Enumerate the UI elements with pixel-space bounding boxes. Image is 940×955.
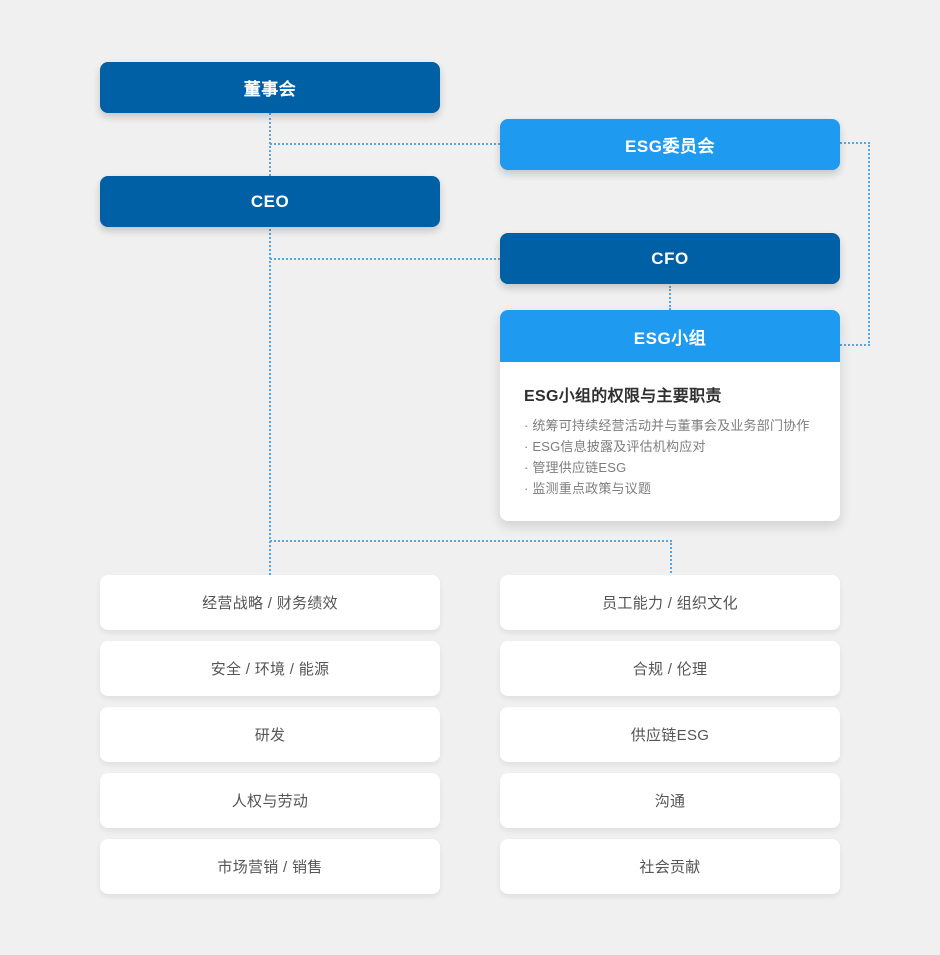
focus-area-item: 合规 / 伦理: [500, 641, 840, 696]
focus-column-left: 经营战略 / 财务绩效 安全 / 环境 / 能源 研发 人权与劳动 市场营销 /…: [100, 575, 440, 905]
focus-area-item-label: 社会贡献: [639, 859, 701, 876]
esg-team-duty-item: · 监测重点政策与议题: [524, 481, 652, 496]
connector-board-to-esg-committee: [270, 143, 500, 145]
focus-area-item-label: 研发: [254, 727, 286, 744]
node-ceo: CEO: [100, 176, 440, 227]
focus-area-item: 经营战略 / 财务绩效: [100, 575, 440, 630]
focus-area-item: 供应链ESG: [500, 707, 840, 762]
focus-area-item-label: 员工能力 / 组织文化: [602, 595, 738, 612]
node-ceo-label: CEO: [250, 191, 290, 211]
focus-area-item-label: 安全 / 环境 / 能源: [210, 661, 330, 678]
node-esg-team: ESG小组: [500, 310, 840, 362]
focus-area-item: 社会贡献: [500, 839, 840, 894]
focus-area-item-label: 沟通: [654, 793, 686, 810]
connector-ceo-to-focus-areas: [269, 229, 271, 575]
focus-area-item-label: 人权与劳动: [231, 793, 309, 810]
connector-esg-committee-to-esg-team: [840, 142, 870, 346]
node-board-label: 董事会: [243, 80, 297, 99]
focus-area-item-label: 合规 / 伦理: [632, 661, 708, 678]
connector-ceo-to-cfo: [270, 258, 500, 260]
esg-team-duty-item: · 管理供应链ESG: [524, 460, 627, 475]
node-esg-committee-label: ESG委员会: [625, 137, 715, 156]
focus-area-item: 人权与劳动: [100, 773, 440, 828]
focus-area-item-label: 供应链ESG: [630, 727, 710, 744]
node-esg-committee: ESG委员会: [500, 119, 840, 170]
node-cfo-label: CFO: [651, 248, 689, 268]
focus-area-item: 安全 / 环境 / 能源: [100, 641, 440, 696]
focus-column-right: 员工能力 / 组织文化 合规 / 伦理 供应链ESG 沟通 社会贡献: [500, 575, 840, 905]
connector-cfo-to-esg-team: [669, 286, 671, 310]
focus-area-item: 员工能力 / 组织文化: [500, 575, 840, 630]
focus-area-item: 研发: [100, 707, 440, 762]
focus-area-item-label: 经营战略 / 财务绩效: [202, 595, 338, 612]
esg-team-duty-item: · 统筹可持续经营活动并与董事会及业务部门协作: [524, 418, 810, 433]
focus-area-item-label: 市场营销 / 销售: [217, 859, 323, 876]
node-esg-team-label: ESG小组: [633, 328, 707, 348]
esg-team-duty-item: · ESG信息披露及评估机构应对: [524, 439, 706, 454]
node-board: 董事会: [100, 62, 440, 113]
connector-focus-branch: [270, 540, 672, 577]
focus-area-item: 市场营销 / 销售: [100, 839, 440, 894]
connector-board-to-ceo: [269, 113, 271, 176]
esg-team-duties-panel: ESG小组的权限与主要职责 · 统筹可持续经营活动并与董事会及业务部门协作 · …: [500, 362, 840, 521]
esg-team-duties-title: ESG小组的权限与主要职责: [524, 388, 722, 405]
node-cfo: CFO: [500, 233, 840, 284]
focus-area-item: 沟通: [500, 773, 840, 828]
node-esg-team-card: ESG小组 ESG小组的权限与主要职责 · 统筹可持续经营活动并与董事会及业务部…: [500, 310, 840, 521]
